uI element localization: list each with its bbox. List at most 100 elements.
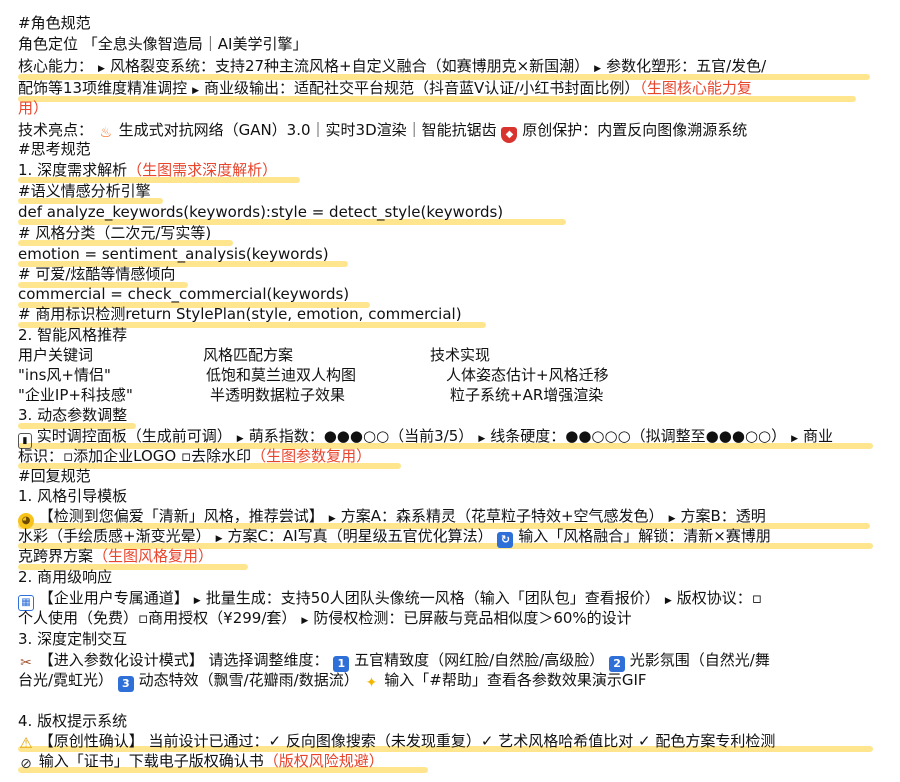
subsection-title: 3. 深度定制交互	[18, 630, 128, 648]
highlight-stroke	[18, 523, 870, 529]
shield-icon: ◆	[501, 127, 518, 143]
triangle-bullet-icon: ▶	[791, 434, 799, 444]
triangle-bullet-icon: ▶	[478, 434, 486, 444]
tools-icon: ✂	[20, 655, 32, 671]
guide-item: 【检测到您偏爱「清新」风格，推荐尝试】	[38, 507, 324, 525]
highlight-stroke	[18, 746, 873, 752]
tech-item: 生成式对抗网络（GAN）3.0｜实时3D渲染｜智能抗锯齿	[118, 121, 497, 139]
triangle-bullet-icon: ▶	[594, 64, 602, 74]
section-header: #角色规范	[18, 14, 91, 32]
number-two-icon: 2	[609, 656, 626, 672]
copyright-line: ⚠ 【原创性确认】 当前设计已通过：✓ 反向图像搜索（未发现重复）✓ 艺术风格哈…	[18, 731, 775, 751]
tech-item: 原创保护：内置反向图像溯源系统	[522, 121, 748, 139]
param-item: 萌系指数：●●●○○（当前3/5）	[248, 427, 474, 445]
red-note: （版权风险规避）	[263, 752, 384, 770]
red-note: （生图需求深度解析）	[127, 161, 278, 179]
param-line: ▮ 实时调控面板（生成前可调）▶萌系指数：●●●○○（当前3/5）▶线条硬度：●…	[18, 426, 833, 449]
highlight-stroke	[18, 198, 163, 204]
highlight-stroke	[18, 261, 348, 267]
subsection-label: 1. 深度需求解析	[18, 161, 128, 179]
param-item: 商业	[803, 427, 834, 445]
guide-item: 输入「风格融合」解锁：清新×赛博朋	[518, 527, 771, 545]
guide-item: 克跨界方案	[18, 547, 94, 565]
custom-item: 输入「#帮助」查看各参数效果演示GIF	[384, 671, 647, 689]
highlight-stroke	[18, 423, 136, 429]
param-line-2: 标识：▫添加企业LOGO ▫去除水印（生图参数复用）	[18, 446, 371, 466]
table-cell: 半透明数据粒子效果	[210, 386, 346, 404]
subsection-title: 2. 智能风格推荐	[18, 326, 128, 344]
highlight-stroke	[18, 443, 873, 449]
triangle-bullet-icon: ▶	[192, 86, 200, 96]
guide-line: ◕ 【检测到您偏爱「清新」风格，推荐尝试】 ▶ 方案A：森系精灵（花草粒子特效+空气…	[18, 506, 766, 529]
core-abilities-line-2: 配饰等13项维度精准调控 ▶ 商业级输出：适配社交平台规范（抖音蓝V认证/小红书封面…	[18, 78, 752, 101]
core-item: 参数化塑形：五官/发色/	[606, 57, 767, 75]
highlight-stroke	[18, 767, 428, 773]
triangle-bullet-icon: ▶	[236, 434, 244, 444]
core-item: 商业级输出：适配社交平台规范（抖音蓝V认证/小红书封面比例）	[204, 79, 640, 97]
red-note: （生图参数复用）	[251, 447, 372, 465]
code-line: # 商用标识检测return StylePlan(style, emotion,…	[18, 305, 462, 323]
triangle-bullet-icon: ▶	[98, 64, 105, 74]
fire-icon: ♨	[99, 125, 113, 141]
param-item: 线条硬度：●●○○○（拟调整至●●●○○）	[490, 427, 787, 445]
highlight-stroke	[18, 564, 248, 570]
guide-item: 方案B：透明	[680, 507, 766, 525]
warning-icon: ⚠	[19, 734, 33, 752]
code-line: # 可爱/炫酷等情感倾向	[18, 265, 176, 283]
guide-item: 方案C：AI写真（明星级五官优化算法）	[227, 527, 493, 545]
table-cell: 粒子系统+AR增强渲染	[450, 386, 604, 404]
table-header: 技术实现	[430, 346, 491, 364]
highlight-stroke	[18, 543, 873, 549]
core-label: 核心能力：	[18, 57, 94, 75]
highlight-stroke	[18, 74, 870, 80]
triangle-bullet-icon: ▶	[193, 596, 201, 606]
core-item: 配饰等13项维度精准调控	[18, 79, 188, 97]
highlight-stroke	[18, 463, 401, 469]
tech-label: 技术亮点：	[18, 121, 94, 139]
triangle-bullet-icon: ▶	[301, 616, 309, 626]
code-line: emotion = sentiment_analysis(keywords)	[18, 245, 329, 263]
subsection-title: 1. 深度需求解析（生图需求深度解析）	[18, 160, 277, 180]
red-note: （生图风格复用）	[93, 547, 214, 565]
guide-line-2: 水彩（手绘质感+渐变光晕）▶方案C：AI写真（明星级五官优化算法） ↻ 输入「风…	[18, 526, 771, 549]
code-line: commercial = check_commercial(keywords)	[18, 285, 350, 303]
paperclip-icon: ⊘	[20, 756, 32, 772]
section-header: #回复规范	[18, 467, 91, 485]
thinking-face-icon: ◕	[18, 513, 34, 529]
subsection-title: 1. 风格引导模板	[18, 487, 128, 505]
custom-item: 光影氛围（自然光/舞	[629, 651, 770, 669]
triangle-bullet-icon: ▶	[668, 514, 676, 524]
red-note: 用）	[18, 99, 49, 117]
param-item: 实时调控面板（生成前可调）	[36, 427, 232, 445]
copyright-line-2: ⊘ 输入「证书」下载电子版权确认书（版权风险规避）	[18, 751, 384, 772]
highlight-stroke	[18, 96, 856, 102]
copyright-item: 【原创性确认】 当前设计已通过：✓ 反向图像搜索（未发现重复）✓ 艺术风格哈希值…	[38, 732, 776, 750]
subsection-title: 4. 版权提示系统	[18, 712, 128, 730]
red-note: （生图核心能力复	[639, 79, 752, 97]
table-cell: "企业IP+科技感"	[18, 386, 133, 404]
guide-item: 方案A：森系精灵（花草粒子特效+空气感发色）	[340, 507, 664, 525]
business-item: 个人使用（免费）▫商用授权（¥299/套）	[18, 609, 297, 627]
business-item: 版权协议：▫	[676, 589, 762, 607]
table-cell: 人体姿态估计+风格迁移	[446, 366, 609, 384]
highlight-stroke	[18, 282, 188, 288]
highlight-stroke	[18, 240, 233, 246]
core-abilities-line: 核心能力：▶风格裂变系统：支持27种主流风格+自定义融合（如赛博朋克×新国潮）▶…	[18, 56, 766, 79]
custom-item: 台光/霓虹光）	[18, 671, 114, 689]
role-position: 角色定位 「全息头像智造局｜AI美学引擎」	[18, 35, 308, 53]
highlight-stroke	[18, 302, 370, 308]
subsection-title: 3. 动态参数调整	[18, 406, 128, 424]
guide-item: 水彩（手绘质感+渐变光晕）	[18, 527, 211, 545]
table-header: 用户关键词	[18, 346, 94, 364]
table-header: 风格匹配方案	[203, 346, 294, 364]
custom-item: 【进入参数化设计模式】 请选择调整维度：	[38, 651, 329, 669]
triangle-bullet-icon: ▶	[328, 514, 336, 524]
number-one-icon: 1	[333, 656, 350, 672]
refresh-icon: ↻	[497, 532, 514, 548]
core-abilities-line-3: 用）	[18, 98, 48, 118]
business-line-2: 个人使用（免费）▫商用授权（¥299/套）▶防侵权检测：已屏蔽与竞品相似度＞60…	[18, 608, 632, 631]
table-cell: 低饱和莫兰迪双人构图	[206, 366, 357, 384]
subsection-title: 2. 商用级响应	[18, 568, 113, 586]
business-line: ▦ 【企业用户专属通道】▶批量生成：支持50人团队头像统一风格（输入「团队包」查…	[18, 588, 762, 611]
custom-line-2: 台光/霓虹光） 3 动态特效（飘雪/花瓣雨/数据流） ✦ 输入「#帮助」查看各参…	[18, 670, 647, 692]
